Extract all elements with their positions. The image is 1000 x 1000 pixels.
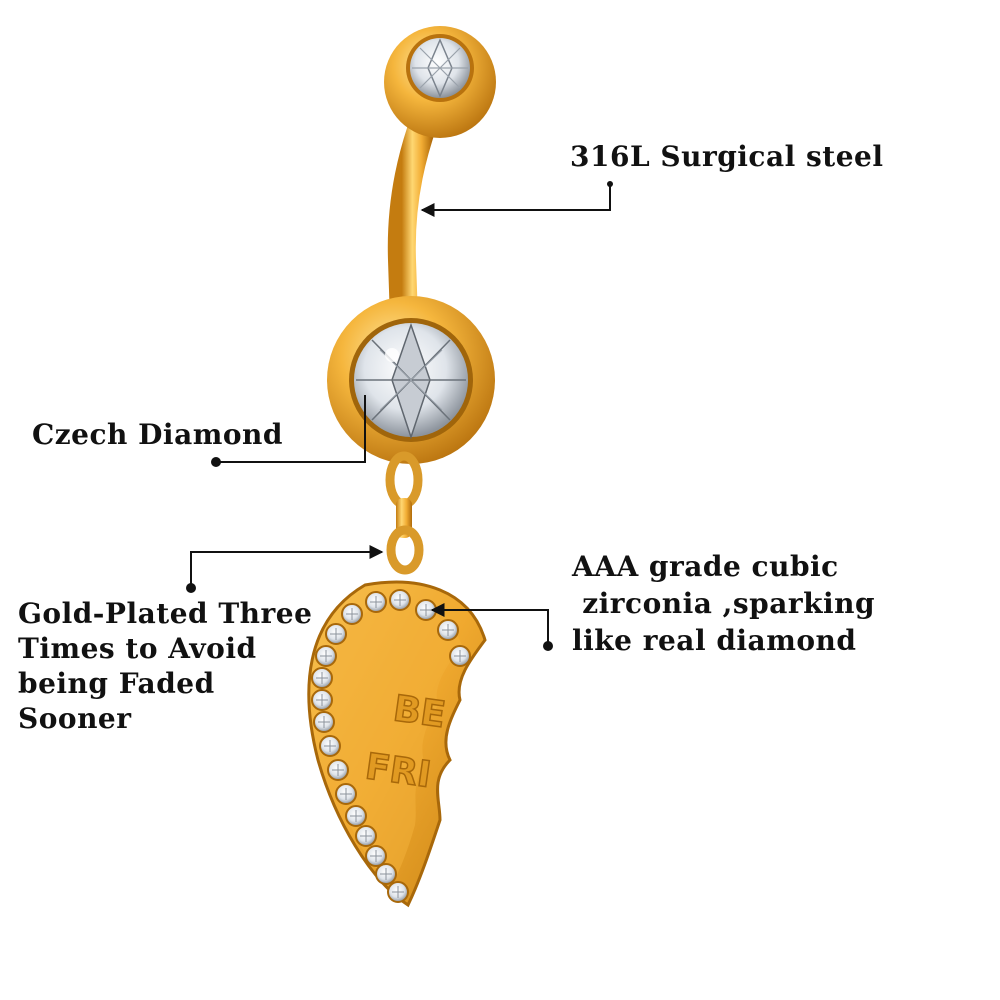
rhinestone-facet (442, 624, 454, 636)
rhinestone-facet (316, 694, 328, 706)
callout-gold-line: being Faded (18, 667, 215, 700)
heart-pendant: BE FRI (307, 580, 487, 908)
callout-cz-line: like real diamond (572, 624, 857, 657)
callout-cubic-zirconia: AAA grade cubic zirconia ,sparking like … (572, 548, 875, 659)
callout-cz-line: AAA grade cubic (572, 550, 839, 583)
rhinestone-row (311, 589, 471, 903)
bottom-ball (327, 296, 495, 464)
dangle-link (385, 451, 424, 575)
rhinestone-facet (380, 868, 392, 880)
rhinestone-facet (332, 764, 344, 776)
rhinestone-facet (454, 650, 466, 662)
pointer-lines (190, 184, 611, 646)
pointer-gold (190, 545, 384, 588)
rhinestone-facet (394, 594, 406, 606)
rhinestone-facet (420, 604, 432, 616)
engraving-line-1: BE (391, 688, 448, 736)
callout-czech-diamond: Czech Diamond (32, 418, 283, 451)
callout-gold-line: Times to Avoid (18, 632, 257, 665)
callout-gold-line: Gold-Plated Three (18, 597, 313, 630)
rhinestone-facet (346, 608, 358, 620)
callout-surgical-steel: 316L Surgical steel (570, 140, 884, 173)
engraving-line-2: FRI (363, 746, 434, 796)
rhinestone-facet (330, 628, 342, 640)
rhinestone-facet (320, 650, 332, 662)
rhinestone-facet (340, 788, 352, 800)
pointer-cz (430, 603, 549, 646)
top-ball (384, 26, 496, 138)
rhinestone-facet (360, 830, 372, 842)
pointer-dots (186, 181, 613, 651)
callout-cz-line: zirconia ,sparking (572, 587, 876, 620)
rhinestone-facet (370, 850, 382, 862)
rhinestone-facet (324, 740, 336, 752)
pointer-steel (420, 184, 611, 217)
rhinestone-facet (392, 886, 404, 898)
rhinestone-facet (318, 716, 330, 728)
rhinestone-facet (350, 810, 362, 822)
callout-gold-plated: Gold-Plated Three Times to Avoid being F… (18, 596, 312, 736)
callout-gold-line: Sooner (18, 702, 132, 735)
pointer-czech (216, 395, 366, 463)
rhinestone-facet (316, 672, 328, 684)
rhinestone-facet (370, 596, 382, 608)
